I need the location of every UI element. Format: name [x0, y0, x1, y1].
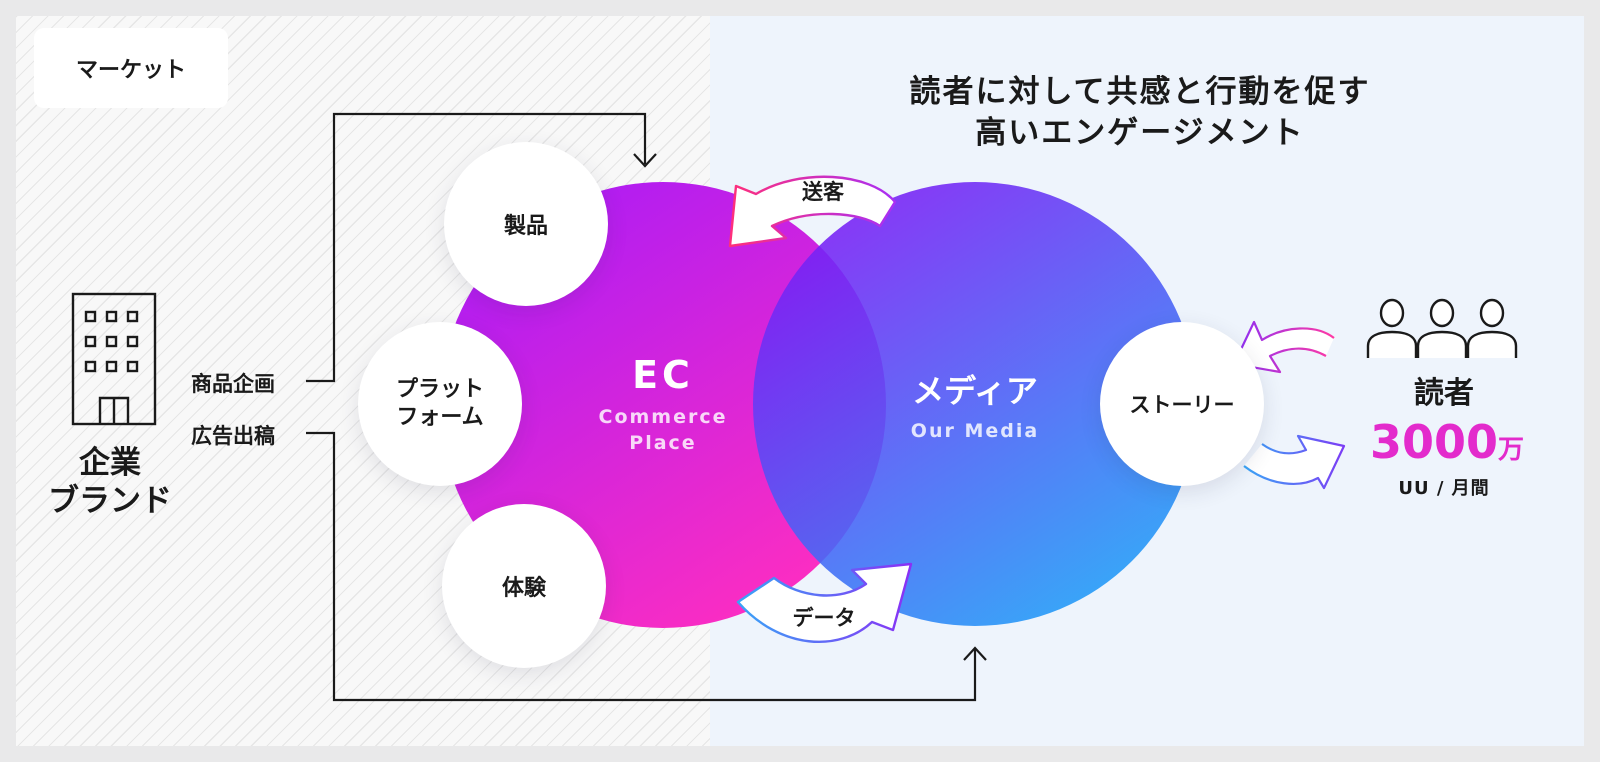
ads-label: 広告出稿	[191, 424, 275, 448]
readers-count: 3000万	[1356, 414, 1538, 478]
ec-subtitle: Commerce Place	[570, 404, 756, 456]
planning-label: 商品企画	[191, 372, 275, 396]
readers-to-story-arrow	[1232, 320, 1335, 374]
ec-subtitle-line2: Place	[629, 432, 697, 454]
platform-bubble: プラット フォーム	[358, 322, 522, 486]
product-label: 製品	[503, 214, 548, 239]
brand-line1: 企業	[79, 445, 141, 481]
platform-label-line2: フォーム	[396, 405, 484, 430]
ec-subtitle-line1: Commerce	[598, 406, 728, 428]
data-arrow	[736, 562, 913, 643]
story-bubble: ストーリー	[1100, 322, 1264, 486]
planning-flow-line	[306, 112, 647, 383]
readers-count-unit: 万	[1498, 435, 1525, 465]
brand-line2: ブランド	[48, 483, 172, 519]
readers-label: 読者	[1414, 376, 1474, 411]
headline: 読者に対して共感と行動を促す 高いエンゲージメント	[860, 72, 1420, 154]
product-bubble: 製品	[444, 142, 608, 306]
media-subtitle: Our Media	[910, 420, 1040, 442]
market-label: マーケット	[34, 28, 228, 108]
platform-label-line1: プラット	[395, 377, 484, 402]
brand-label: 企業 ブランド	[40, 444, 180, 520]
story-to-readers-arrow	[1243, 434, 1346, 490]
planning-arrowhead	[633, 153, 657, 168]
experience-label: 体験	[501, 576, 546, 601]
story-label: ストーリー	[1129, 393, 1235, 417]
readers-uu: UU / 月間	[1398, 478, 1490, 499]
send-label: 送客	[802, 180, 844, 204]
ec-title: EC	[632, 353, 694, 397]
ads-flow-line	[306, 431, 977, 702]
readers-count-number: 3000	[1369, 415, 1498, 469]
ads-arrowhead	[963, 646, 987, 661]
media-circle	[753, 182, 1197, 626]
media-title: メディア	[912, 372, 1038, 410]
experience-bubble: 体験	[442, 504, 606, 668]
headline-line2: 高いエンゲージメント	[975, 115, 1305, 151]
readers-people-icon	[1366, 298, 1518, 358]
send-arrow	[728, 175, 897, 248]
data-label: データ	[792, 606, 856, 630]
building-icon	[71, 292, 157, 426]
headline-line1: 読者に対して共感と行動を促す	[909, 74, 1371, 110]
